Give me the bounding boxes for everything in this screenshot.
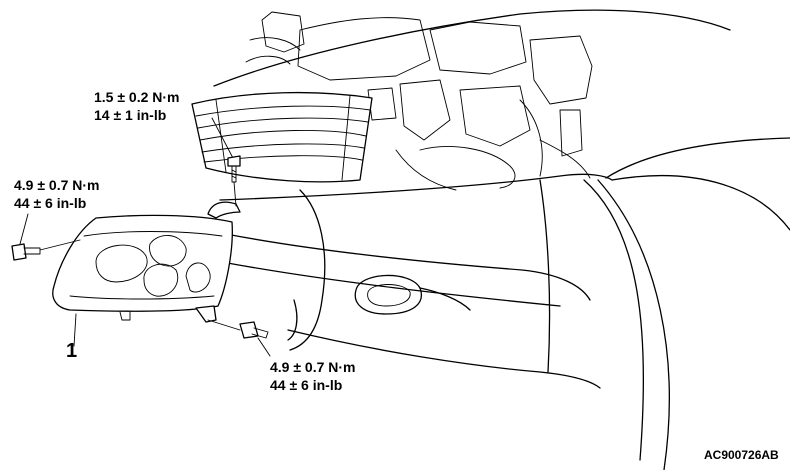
side-bolt-torque-nm: 4.9 ± 0.7 N·m bbox=[14, 177, 100, 193]
vehicle-body bbox=[213, 9, 790, 471]
grille-bolt bbox=[211, 117, 241, 207]
grille-bolt-torque-nm: 1.5 ± 0.2 N·m bbox=[94, 89, 180, 105]
headlamp-assembly bbox=[52, 201, 241, 323]
side-bolt bbox=[11, 213, 81, 261]
lower-bolt-torque-inlb: 44 ± 6 in-lb bbox=[270, 377, 343, 393]
engine-bay bbox=[245, 11, 593, 191]
lower-bolt-torque-nm: 4.9 ± 0.7 N·m bbox=[270, 359, 356, 375]
grille-bolt-torque-inlb: 14 ± 1 in-lb bbox=[94, 107, 167, 123]
diagram-code: AC900726AB bbox=[704, 448, 779, 462]
radiator-grille bbox=[191, 91, 373, 183]
lower-bolt bbox=[207, 319, 271, 357]
callout-number: 1 bbox=[66, 340, 78, 362]
side-bolt-torque-inlb: 44 ± 6 in-lb bbox=[14, 195, 87, 211]
callout-leader bbox=[73, 313, 77, 347]
